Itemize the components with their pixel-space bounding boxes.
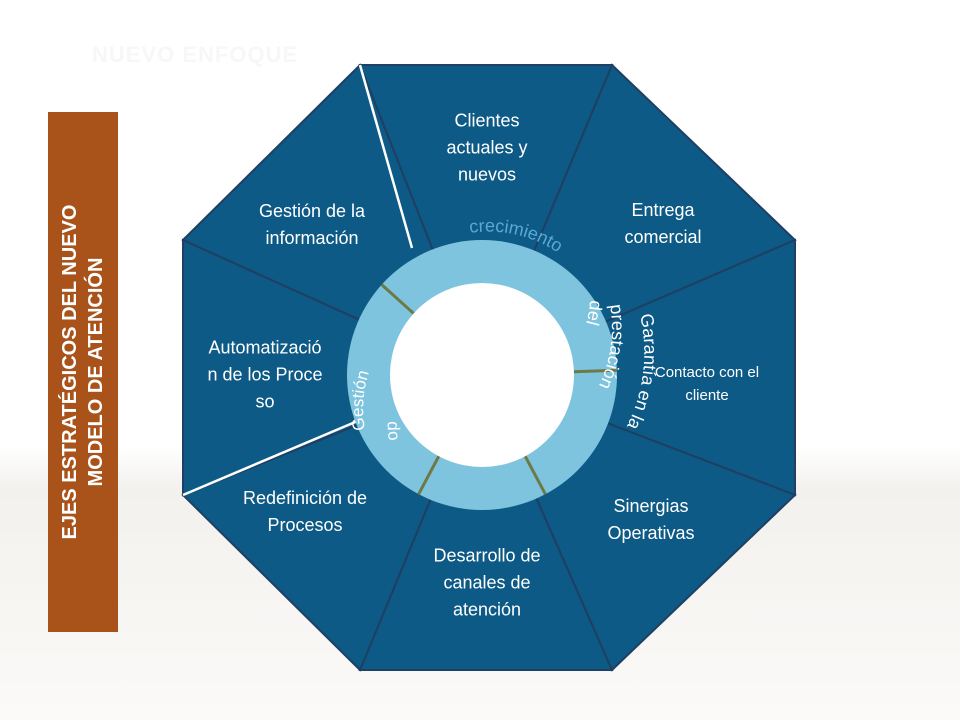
ring-label-op: op	[382, 421, 402, 442]
ring-dividers	[380, 283, 617, 495]
segment-label-gestion: Gestión de la información	[258, 201, 366, 248]
ring-divider-1	[573, 368, 617, 374]
highlight-divider-1	[182, 418, 361, 497]
segment-label-clientes: Clientes actuales y nuevos	[446, 110, 528, 185]
ring-divider-0	[380, 283, 415, 315]
side-band: EJES ESTRATÉGICOS DEL NUEVO MODELO DE AT…	[48, 112, 118, 632]
ring-divider-2	[523, 455, 547, 495]
center-circle	[390, 283, 574, 467]
segment-label-desarrollo: Desarrollo de canales de atención	[433, 545, 541, 620]
ring-label-del: del	[582, 300, 606, 328]
segment-label-sinergias: Sinergias Operativas	[607, 496, 695, 543]
segment-label-contacto: Contacto con el cliente	[654, 364, 760, 404]
highlight-divider-0	[358, 64, 414, 249]
segment-label-automatizacion: Automatización de los Proceso	[207, 337, 323, 412]
segment-label-redefinicion: Redefinición de Procesos	[242, 488, 368, 535]
ring-divider-3	[417, 455, 441, 495]
header-title: NUEVO ENFOQUE	[92, 42, 299, 67]
segment-label-entrega: Entrega comercial	[624, 200, 702, 247]
